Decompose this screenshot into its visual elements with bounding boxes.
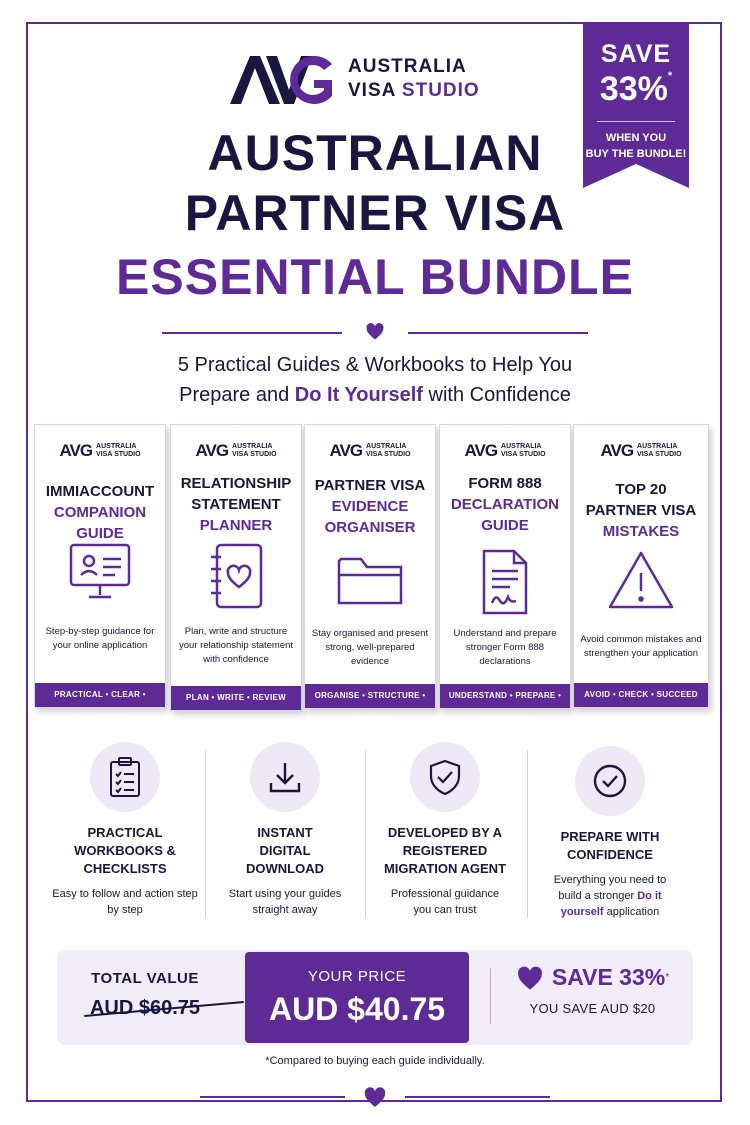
title-line2: PARTNER VISA [184, 185, 566, 241]
brand-name-studio: STUDIO [401, 80, 480, 101]
book-footer: PRACTICAL • CLEAR • CONFIDENT [35, 683, 165, 723]
title-divider [162, 322, 588, 342]
heart-icon [517, 966, 542, 990]
warning-icon [608, 551, 674, 609]
feature-separator [205, 750, 206, 918]
heart-notebook-icon [211, 543, 263, 609]
feature-separator [365, 750, 366, 918]
heart-icon [364, 1087, 386, 1107]
price-separator [490, 968, 491, 1024]
title-line1: AUSTRALIAN [207, 125, 543, 181]
feature-heading: PRACTICAL WORKBOOKS & CHECKLISTS [74, 825, 176, 876]
ribbon-save-text: SAVE [600, 40, 672, 68]
signed-document-icon [482, 549, 528, 615]
book-footer: AVOID • CHECK • SUCCEED [574, 683, 708, 707]
footnote: *Compared to buying each guide individua… [265, 1055, 485, 1067]
feature-heading: DEVELOPED BY A REGISTERED MIGRATION AGEN… [383, 825, 507, 876]
feature-desc: Start using your guides straight away [228, 888, 342, 916]
avg-logo-mark [230, 56, 332, 104]
ribbon-when-text: WHEN YOU BUY THE BUNDLE! [585, 132, 687, 160]
clipboard-checklist-icon [110, 757, 140, 797]
book-footer: UNDERSTAND • PREPARE • CONFIDENT [440, 684, 570, 724]
feature-registered-agent: DEVELOPED BY A REGISTERED MIGRATION AGEN… [370, 742, 520, 918]
heart-icon [366, 323, 384, 340]
ribbon-rule [597, 121, 675, 122]
total-value: TOTAL VALUE AUD $60.75 [60, 970, 244, 1020]
book-footer: ORGANISE • STRUCTURE • PREPARE [305, 684, 435, 724]
brand-name-line1: AUSTRALIA [348, 56, 467, 77]
ribbon-percent: 33%* [599, 70, 673, 108]
feature-desc: Everything you need to build a stronger … [553, 874, 667, 918]
book-footer: PLAN • WRITE • REVIEW [171, 686, 301, 710]
footer-divider [200, 1086, 550, 1108]
feature-prepare-confidence: PREPARE WITH CONFIDENCE Everything you n… [535, 746, 685, 920]
feature-download: INSTANT DIGITAL DOWNLOAD Start using you… [210, 742, 360, 918]
savings: SAVE 33%* YOU SAVE AUD $20 [505, 964, 680, 1016]
computer-profile-icon [69, 543, 131, 599]
ribbon-shape [583, 22, 689, 188]
download-icon [269, 763, 301, 793]
subtitle-line2: Prepare and Do It Yourself with Confiden… [179, 384, 571, 406]
your-price-amount: AUD $40.75 [268, 991, 446, 1027]
feature-desc: Easy to follow and action step by step [52, 888, 198, 916]
feature-workbooks: PRACTICAL WORKBOOKS & CHECKLISTS Easy to… [50, 742, 200, 918]
subtitle-line1: 5 Practical Guides & Workbooks to Help Y… [177, 354, 573, 376]
feature-heading: INSTANT DIGITAL DOWNLOAD [246, 825, 324, 876]
title-line3: ESSENTIAL BUNDLE [116, 249, 634, 305]
brand-name-visa: VISA [348, 80, 396, 101]
folder-icon [337, 557, 403, 605]
brand-logo: AUSTRALIA VISA STUDIO [226, 50, 480, 108]
feature-separator [527, 750, 528, 918]
your-price-box: YOUR PRICE AUD $40.75 [245, 952, 469, 1043]
save-ribbon: SAVE 33%* WHEN YOU BUY THE BUNDLE! [583, 22, 689, 188]
feature-heading: PREPARE WITH CONFIDENCE [560, 829, 660, 862]
shield-check-icon [429, 759, 461, 796]
feature-desc: Professional guidance you can trust [390, 888, 500, 916]
check-circle-icon [593, 764, 627, 798]
